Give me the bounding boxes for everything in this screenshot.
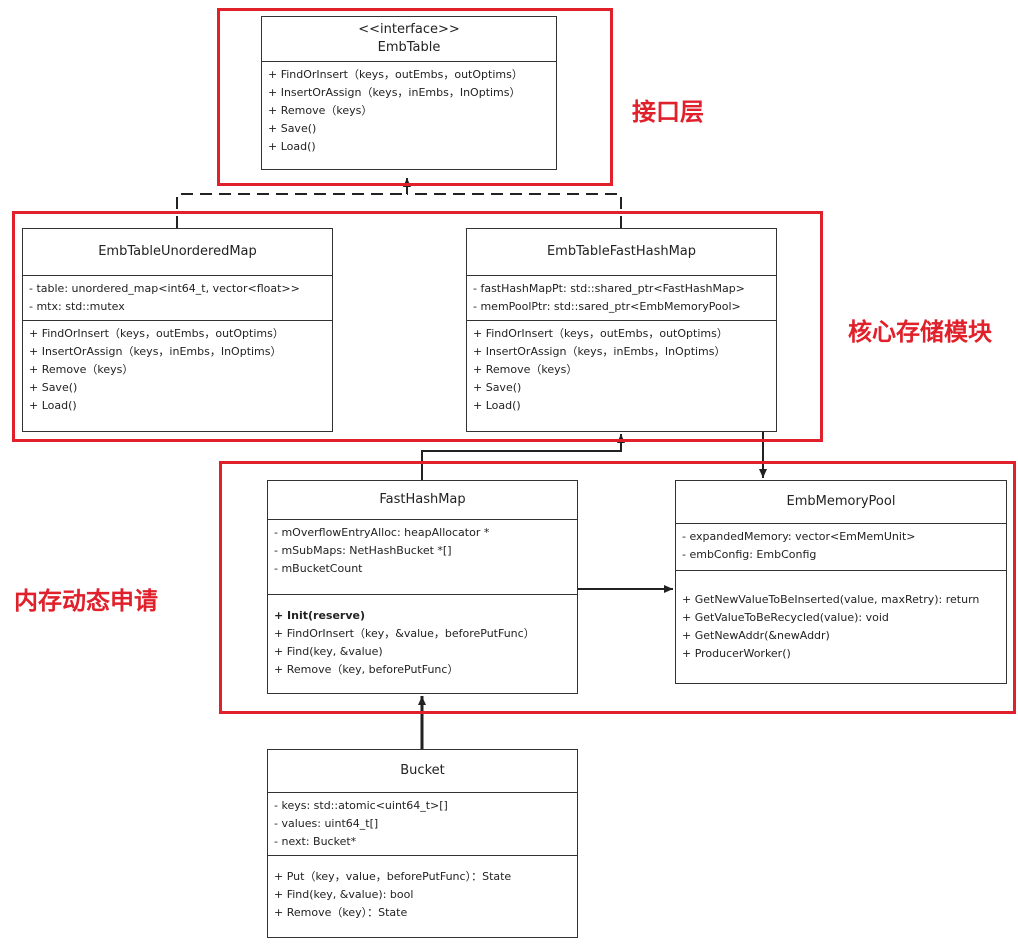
method-row: + Load(): [29, 399, 77, 412]
bucket-class: Bucket - keys: std::atomic<uint64_t>[] -…: [267, 749, 578, 938]
attribute-row: - embConfig: EmbConfig: [682, 548, 817, 561]
method-row: + Save(): [473, 381, 522, 394]
realization-line-unordered: [176, 193, 407, 228]
class-header: <<interface>> EmbTable: [262, 17, 556, 62]
class-header: FastHashMap: [268, 481, 577, 520]
methods-section: + GetNewValueToBeInserted(value, maxRetr…: [676, 571, 1006, 667]
methods-section: + Put（key，value，beforePutFunc）：State + F…: [268, 856, 577, 926]
core-storage-label: 核心存储模块: [848, 318, 992, 346]
method-row: + InsertOrAssign（keys，inEmbs，InOptims）: [268, 86, 521, 99]
attribute-row: - keys: std::atomic<uint64_t>[]: [274, 799, 448, 812]
method-row: + Remove（key, beforePutFunc）: [274, 663, 459, 676]
attribute-row: - expandedMemory: vector<EmMemUnit>: [682, 530, 916, 543]
attribute-row: - mOverflowEntryAlloc: heapAllocator *: [274, 526, 490, 539]
method-row: + GetNewAddr(&newAddr): [682, 629, 830, 642]
class-header: EmbTableFastHashMap: [467, 229, 776, 276]
attribute-row: - fastHashMapPt: std::shared_ptr<FastHas…: [473, 282, 745, 295]
attribute-row: - table: unordered_map<int64_t, vector<f…: [29, 282, 300, 295]
class-header: EmbMemoryPool: [676, 481, 1006, 524]
core-storage-frame: [12, 211, 823, 442]
embtable-fasthashmap-class: EmbTableFastHashMap - fastHashMapPt: std…: [466, 228, 777, 432]
realization-line-fasthashmap: [407, 193, 622, 228]
method-row: + Remove（keys）: [29, 363, 134, 376]
method-row: + Find(key, &value): [274, 645, 383, 658]
emb-memory-pool-class: EmbMemoryPool - expandedMemory: vector<E…: [675, 480, 1007, 684]
methods-section: + FindOrInsert（keys，outEmbs，outOptims） +…: [23, 321, 332, 419]
method-row: + Remove（keys）: [268, 104, 373, 117]
method-row: + InsertOrAssign（keys，inEmbs，InOptims）: [29, 345, 282, 358]
method-row: + Remove（key）：State: [274, 906, 408, 919]
method-row: + Put（key，value，beforePutFunc）：State: [274, 870, 512, 883]
class-name: EmbTableFastHashMap: [546, 244, 697, 259]
embtable-interface-class: <<interface>> EmbTable + FindOrInsert（ke…: [261, 16, 557, 170]
class-header: Bucket: [268, 750, 577, 793]
method-row: + GetValueToBeRecycled(value): void: [682, 611, 889, 624]
class-name: EmbTableUnorderedMap: [98, 244, 257, 259]
method-row: + InsertOrAssign（keys，inEmbs，InOptims）: [473, 345, 726, 358]
methods-section: + FindOrInsert（keys，outEmbs，outOptims） +…: [262, 62, 556, 160]
embtable-unordered-map-class: EmbTableUnorderedMap - table: unordered_…: [22, 228, 333, 432]
method-row: + Remove（keys）: [473, 363, 578, 376]
method-row: + FindOrInsert（keys，outEmbs，outOptims）: [473, 327, 728, 340]
methods-section: + FindOrInsert（keys，outEmbs，outOptims） +…: [467, 321, 776, 419]
class-name: EmbTable: [377, 40, 441, 55]
attribute-row: - mSubMaps: NetHashBucket *[]: [274, 544, 452, 557]
method-row: + Save(): [268, 122, 317, 135]
method-row: + Find(key, &value): bool: [274, 888, 414, 901]
attributes-section: - keys: std::atomic<uint64_t>[] - values…: [268, 793, 577, 856]
attribute-row: - values: uint64_t[]: [274, 817, 379, 830]
attributes-section: - fastHashMapPt: std::shared_ptr<FastHas…: [467, 276, 776, 321]
memory-alloc-frame: [219, 461, 1016, 714]
attributes-section: - expandedMemory: vector<EmMemUnit> - em…: [676, 524, 1006, 571]
fasthashmap-to-table-arrow: [421, 434, 625, 480]
memory-alloc-label: 内存动态申请: [14, 587, 158, 615]
attributes-section: - mOverflowEntryAlloc: heapAllocator * -…: [268, 520, 577, 595]
class-name: Bucket: [400, 763, 445, 778]
attribute-row: - mBucketCount: [274, 562, 363, 575]
attribute-row: - next: Bucket*: [274, 835, 357, 848]
attribute-row: - memPoolPtr: std::sared_ptr<EmbMemoryPo…: [473, 300, 741, 313]
class-name: EmbMemoryPool: [786, 494, 896, 509]
class-header: EmbTableUnorderedMap: [23, 229, 332, 276]
method-row: + FindOrInsert（key，&value，beforePutFunc）: [274, 627, 535, 640]
method-row: + Load(): [268, 140, 316, 153]
method-row: + Load(): [473, 399, 521, 412]
method-row: + ProducerWorker(): [682, 647, 791, 660]
attributes-section: - table: unordered_map<int64_t, vector<f…: [23, 276, 332, 321]
method-row: + Init(reserve): [274, 609, 366, 622]
fasthashmap-class: FastHashMap - mOverflowEntryAlloc: heapA…: [267, 480, 578, 694]
method-row: + Save(): [29, 381, 78, 394]
attribute-row: - mtx: std::mutex: [29, 300, 125, 313]
interface-layer-label: 接口层: [632, 98, 704, 126]
class-name: FastHashMap: [379, 492, 466, 507]
methods-section: + Init(reserve) + FindOrInsert（key，&valu…: [268, 595, 577, 683]
method-row: + FindOrInsert（keys，outEmbs，outOptims）: [268, 68, 523, 81]
interface-layer-frame: [217, 8, 613, 186]
method-row: + GetNewValueToBeInserted(value, maxRetr…: [682, 593, 980, 606]
stereotype: <<interface>>: [358, 22, 460, 37]
method-row: + FindOrInsert（keys，outEmbs，outOptims）: [29, 327, 284, 340]
